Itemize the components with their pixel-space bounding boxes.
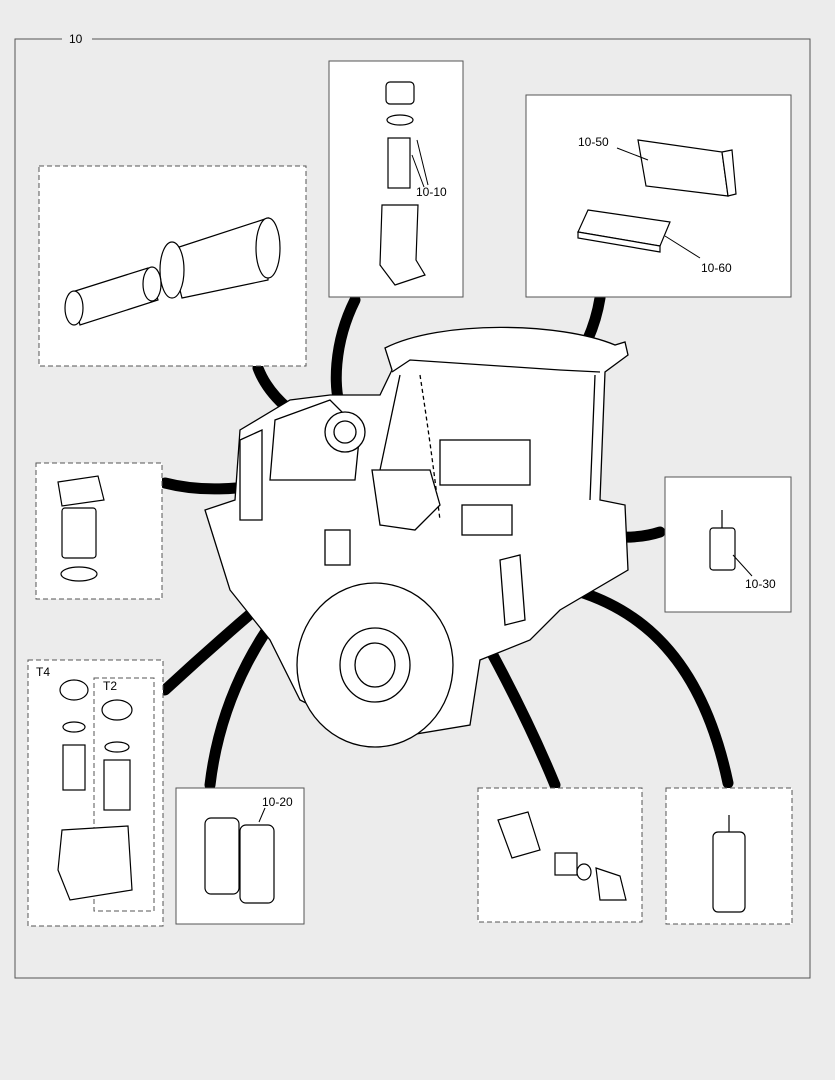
separator-bowl	[61, 507, 97, 559]
engine-oil-filter-canister	[712, 831, 746, 913]
callout-hydraulic-filter: 10-30	[745, 577, 776, 591]
panel-air-filter	[38, 165, 307, 367]
panel-inline-filter	[477, 787, 643, 923]
hydraulic-filter-canister	[709, 527, 736, 571]
callout-cab-air-filter: 10-50	[578, 135, 609, 149]
panel-oil-filter: 10-10	[328, 60, 464, 298]
inline-filter-element	[554, 852, 578, 876]
callout-fuel-filter: 10-20	[262, 795, 293, 809]
callout-cab-recirc-filter: 10-60	[701, 261, 732, 275]
panel-fuel-prefilter-variants: T4 T2	[27, 659, 164, 927]
prefilter-base	[57, 825, 133, 901]
panel-engine-oil-filter	[665, 787, 793, 925]
panel-hydraulic-filter: 10-30	[664, 476, 792, 613]
air-filter-inner-element	[64, 266, 162, 326]
panel-fuel-filters: 10-20	[175, 787, 305, 925]
fuel-filter-2	[239, 824, 275, 904]
callout-oil-filter: 10-10	[416, 185, 447, 199]
panel-water-separator	[35, 462, 163, 600]
oil-filter-o-ring	[386, 114, 414, 126]
panel-cab-filters: 10-50 10-60	[525, 94, 792, 298]
roller-machine-illustration	[204, 326, 629, 748]
fuel-filter-1	[204, 817, 240, 895]
oil-filter-element	[387, 137, 411, 189]
separator-drain-cup	[60, 566, 98, 582]
outer-frame: 10	[14, 32, 811, 979]
variant-label-t2: T2	[103, 679, 117, 693]
variant-label-t4: T4	[36, 665, 50, 679]
oil-filter-housing	[379, 204, 426, 286]
frame-title: 10	[69, 32, 83, 46]
inline-filter-bowl	[595, 867, 627, 901]
separator-head	[57, 475, 105, 507]
inline-filter-head	[497, 811, 541, 859]
air-filter-outer-element	[159, 217, 281, 299]
oil-filter-cap	[385, 81, 415, 105]
